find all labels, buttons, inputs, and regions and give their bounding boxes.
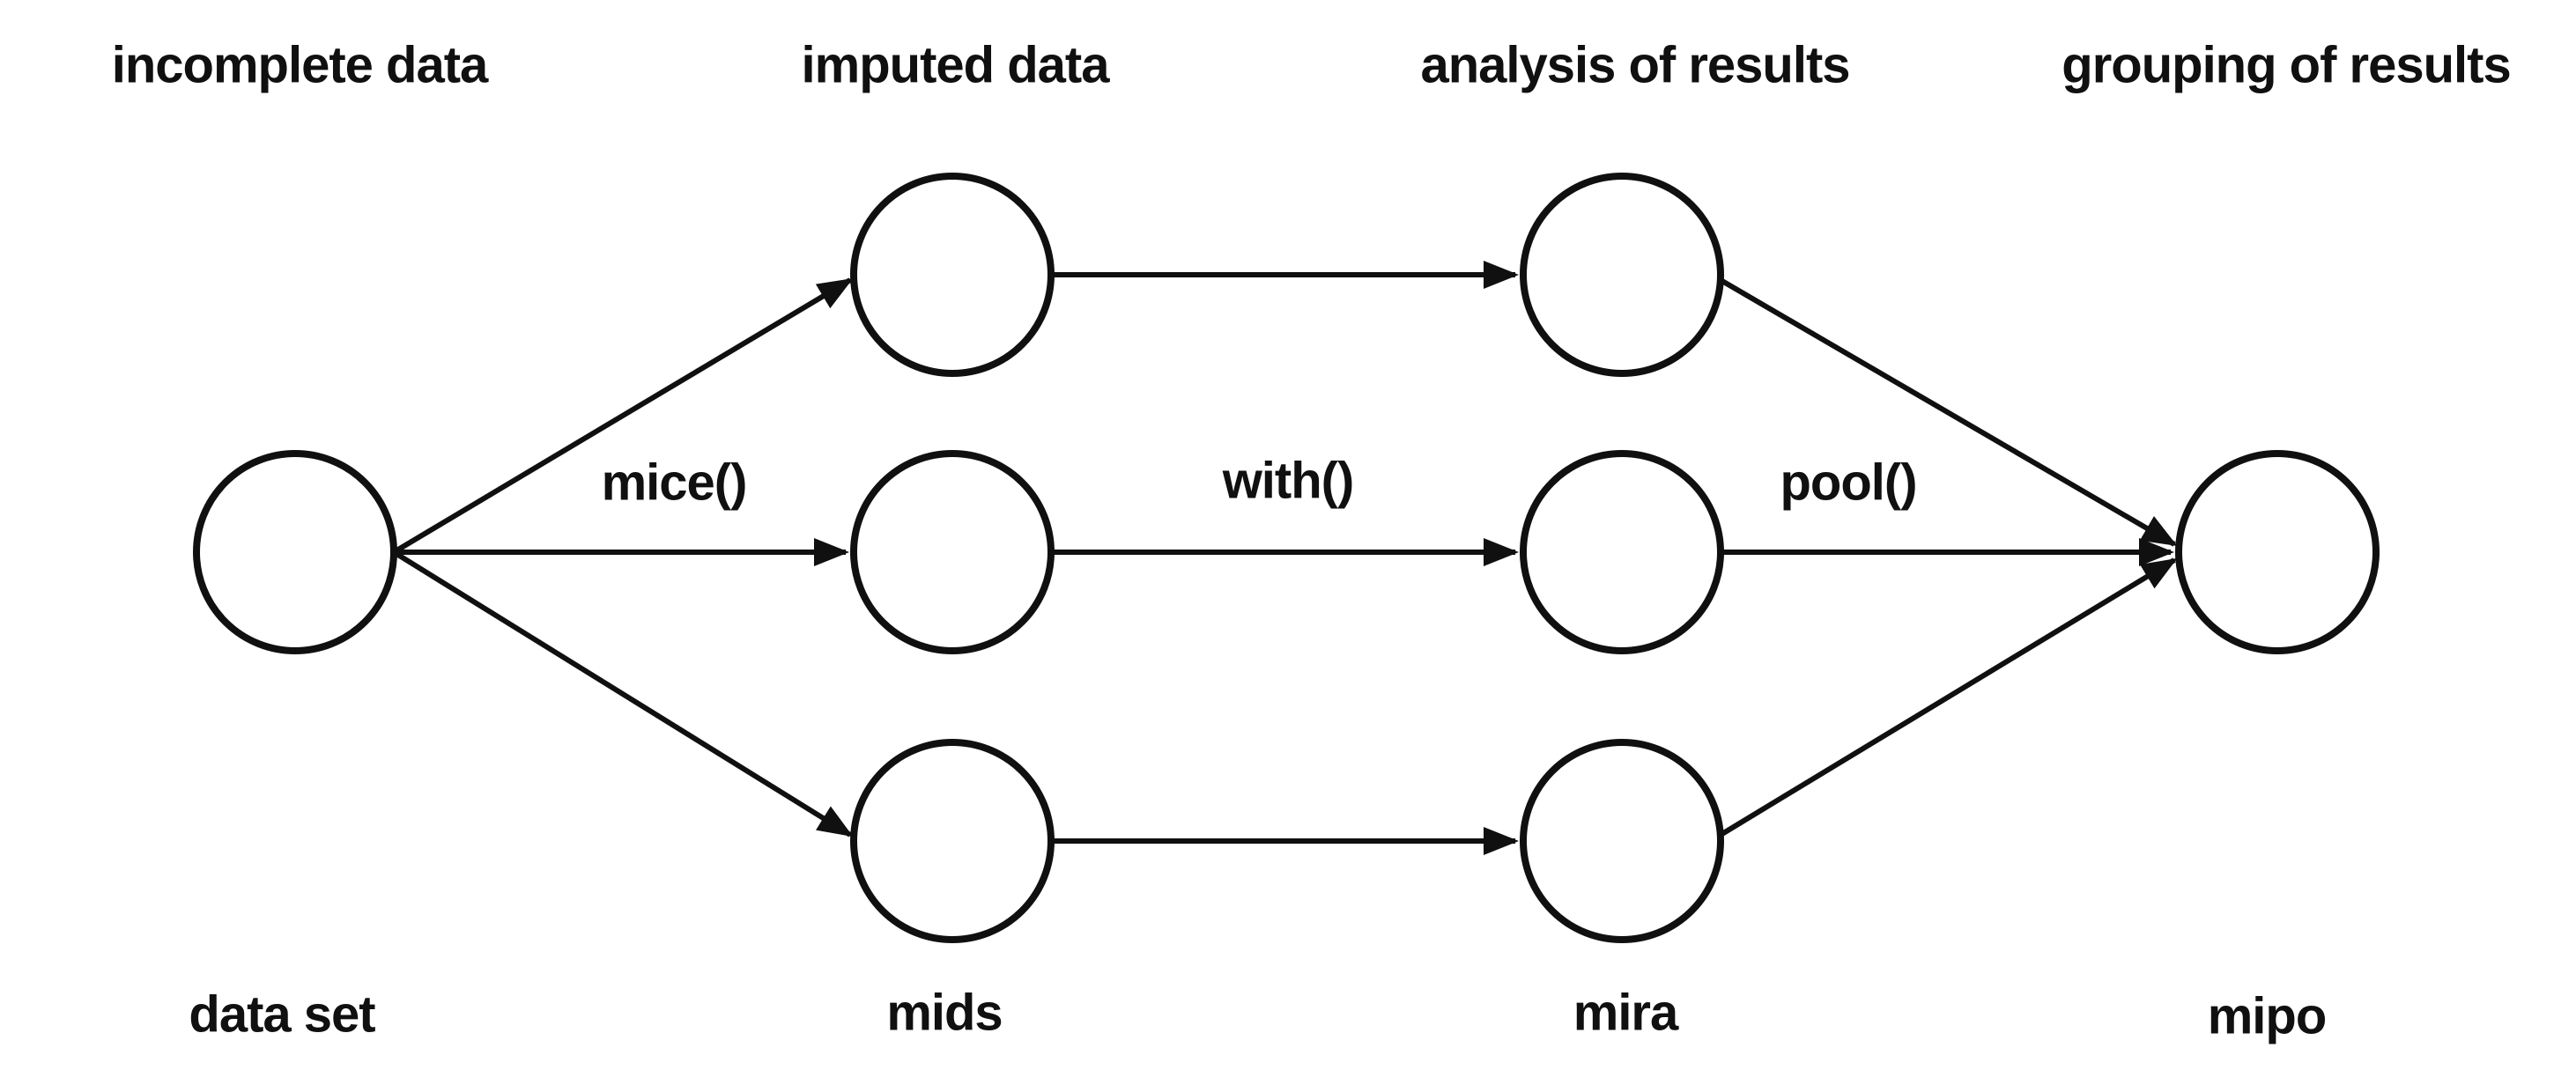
node-circle-data-set: [193, 450, 397, 654]
edge-mira1-to-mipo: [1719, 277, 2178, 547]
edge-label-with: with(): [1222, 452, 1355, 510]
node-circle-mids-1: [850, 173, 1055, 377]
node-layer: [193, 173, 2380, 943]
node-label-data-set: data set: [189, 985, 375, 1044]
column-header-grouping-of-results: grouping of results: [2062, 36, 2511, 94]
edge-label-mice: mice(): [601, 454, 748, 512]
node-circle-mira-1: [1520, 173, 1724, 377]
edge-label-pool: pool(): [1780, 454, 1917, 512]
edge-dataset-to-mids3: [392, 550, 854, 837]
node-label-mira: mira: [1573, 984, 1679, 1042]
column-header-imputed-data: imputed data: [801, 36, 1110, 94]
node-circle-mids-3: [850, 739, 1055, 943]
node-circle-mipo: [2175, 450, 2380, 654]
node-circle-mira-3: [1520, 739, 1724, 943]
node-label-mipo: mipo: [2207, 987, 2328, 1045]
node-label-mids: mids: [886, 984, 1003, 1042]
column-header-incomplete-data: incomplete data: [111, 36, 489, 94]
edge-mira3-to-mipo: [1719, 557, 2178, 837]
column-header-analysis-of-results: analysis of results: [1420, 36, 1850, 94]
edge-layer: [392, 261, 2178, 855]
node-circle-mids-2: [850, 450, 1055, 654]
edge-dataset-to-mids1: [392, 277, 854, 555]
node-circle-mira-2: [1520, 450, 1724, 654]
